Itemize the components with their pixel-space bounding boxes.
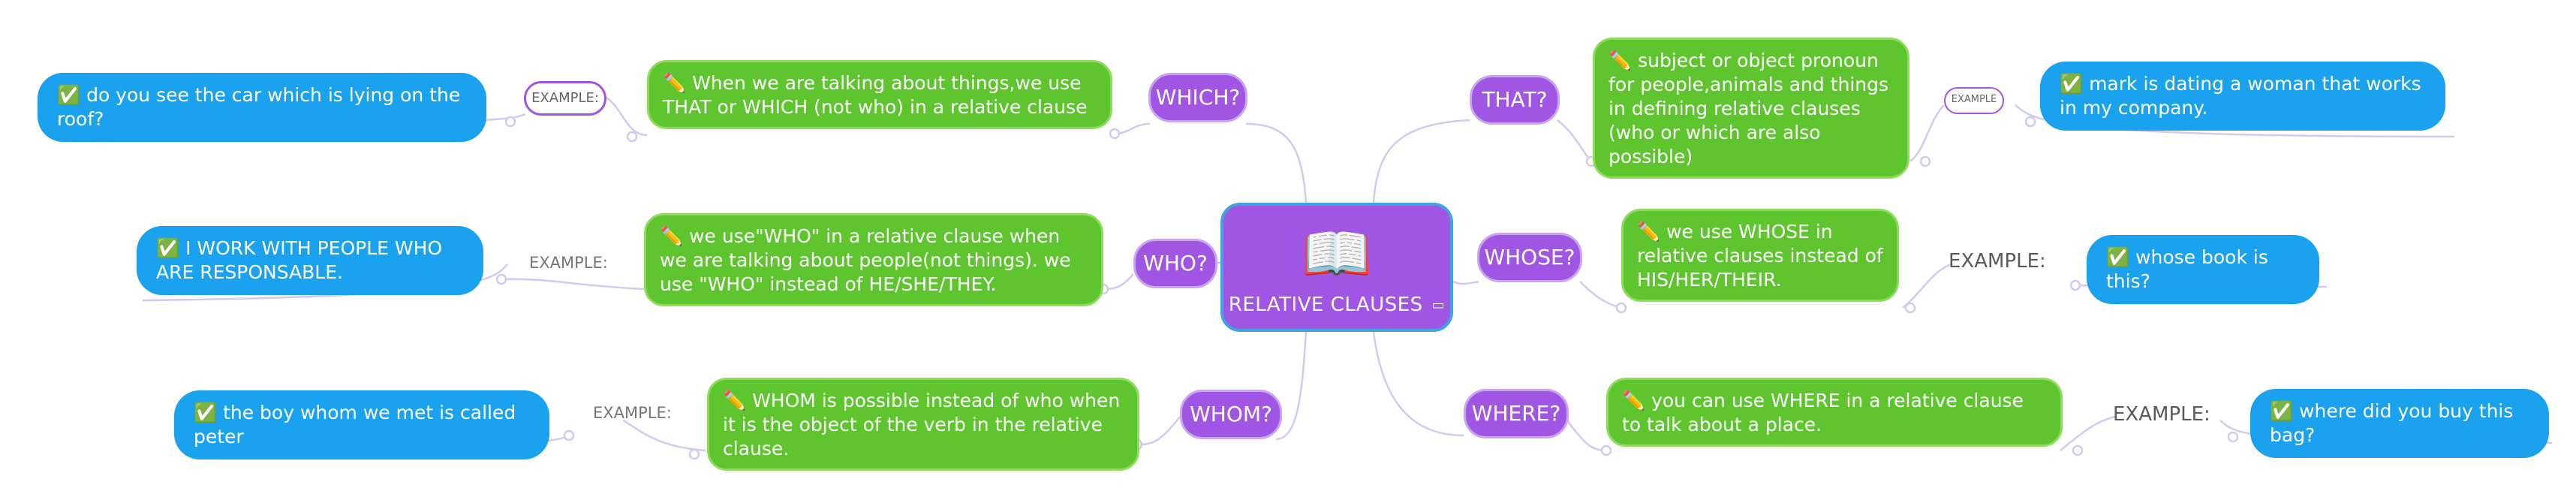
topic-whose-label: WHOSE? [1484, 245, 1575, 270]
example-where[interactable]: ✅ where did you buy this bag? [2250, 389, 2549, 458]
example-label-whom-text: EXAMPLE: [593, 404, 672, 422]
example-whose-text: ✅ whose book is this? [2106, 246, 2268, 292]
link-whom-rule [1136, 416, 1181, 446]
rule-where[interactable]: ✏️ you can use WHERE in a relative claus… [1606, 378, 2063, 447]
link-which-ex-label [606, 96, 648, 137]
example-whom-text: ✅ the boy whom we met is called peter [194, 402, 516, 447]
example-label-where-text: EXAMPLE: [2113, 403, 2210, 426]
link-where [1372, 331, 1464, 437]
topic-where[interactable]: WHERE? [1464, 389, 1569, 438]
link-who-ex-label [501, 278, 645, 291]
topic-whom-label: WHOM? [1190, 402, 1272, 426]
link-whose-rule [1579, 281, 1622, 309]
open-book-icon: 📖 [1301, 220, 1373, 287]
example-label-that-text: EXAMPLE [1951, 94, 1997, 105]
topic-whose[interactable]: WHOSE? [1477, 233, 1582, 282]
link-whose-ex-label [1902, 263, 1952, 309]
link-where-ex-label [2060, 415, 2116, 451]
link-which-rule [1114, 122, 1151, 135]
topic-who[interactable]: WHO? [1133, 239, 1217, 288]
rule-that[interactable]: ✏️ subject or object pronoun for people,… [1593, 38, 1909, 179]
example-label-who-text: EXAMPLE: [529, 254, 608, 272]
link-where-rule [1566, 420, 1607, 452]
link-whose [1452, 280, 1479, 285]
note-icon[interactable]: ▭ [1431, 297, 1446, 313]
example-label-who: EXAMPLE: [529, 253, 608, 273]
example-label-whose-text: EXAMPLE: [1949, 250, 2046, 273]
rule-that-text: ✏️ subject or object pronoun for people,… [1608, 50, 1889, 167]
link-that-ex-label [1909, 104, 1945, 162]
example-label-which[interactable]: EXAMPLE: [524, 81, 606, 116]
example-who[interactable]: ✅ I WORK WITH PEOPLE WHO ARE RESPONSABLE… [137, 226, 483, 295]
link-whom [1275, 331, 1308, 441]
example-label-where: EXAMPLE: [2113, 402, 2210, 426]
rule-who-text: ✏️ we use"WHO" in a relative clause when… [660, 225, 1071, 295]
example-label-that[interactable]: EXAMPLE [1944, 87, 2004, 114]
rule-whose-text: ✏️ we use WHOSE in relative clauses inst… [1637, 221, 1883, 291]
rule-whom[interactable]: ✏️ WHOM is possible instead of who when … [707, 378, 1139, 471]
link-that-rule [1557, 119, 1592, 162]
link-which [1245, 122, 1308, 203]
example-label-which-text: EXAMPLE: [531, 90, 599, 106]
topic-that[interactable]: THAT? [1470, 75, 1560, 125]
topic-that-label: THAT? [1482, 87, 1548, 112]
example-whose[interactable]: ✅ whose book is this? [2087, 235, 2319, 304]
rule-where-text: ✏️ you can use WHERE in a relative claus… [1622, 390, 2024, 435]
example-which-text: ✅ do you see the car which is lying on t… [57, 84, 461, 130]
topic-whom[interactable]: WHOM? [1180, 390, 1282, 439]
rule-whom-text: ✏️ WHOM is possible instead of who when … [723, 390, 1121, 459]
rule-which[interactable]: ✏️ When we are talking about things,we u… [647, 60, 1112, 129]
central-topic[interactable]: 📖 RELATIVE CLAUSES ▭ [1220, 203, 1453, 332]
topic-which[interactable]: WHICH? [1148, 73, 1247, 122]
example-that-text: ✅ mark is dating a woman that works in m… [2060, 73, 2421, 119]
rule-who[interactable]: ✏️ we use"WHO" in a relative clause when… [644, 213, 1103, 306]
example-who-text: ✅ I WORK WITH PEOPLE WHO ARE RESPONSABLE… [156, 237, 443, 283]
topic-which-label: WHICH? [1155, 85, 1241, 110]
topic-where-label: WHERE? [1471, 401, 1561, 426]
example-label-whom: EXAMPLE: [593, 403, 672, 423]
example-where-text: ✅ where did you buy this bag? [2270, 400, 2514, 446]
link-whom-ex-label [622, 419, 706, 452]
example-label-whose: EXAMPLE: [1949, 249, 2046, 273]
rule-whose[interactable]: ✏️ we use WHOSE in relative clauses inst… [1621, 209, 1899, 302]
central-topic-title: RELATIVE CLAUSES [1228, 294, 1423, 316]
topic-who-label: WHO? [1143, 251, 1208, 276]
rule-which-text: ✏️ When we are talking about things,we u… [663, 72, 1088, 118]
example-whom[interactable]: ✅ the boy whom we met is called peter [174, 390, 549, 459]
link-that [1372, 119, 1470, 203]
example-which[interactable]: ✅ do you see the car which is lying on t… [38, 73, 486, 142]
example-that[interactable]: ✅ mark is dating a woman that works in m… [2040, 62, 2445, 131]
